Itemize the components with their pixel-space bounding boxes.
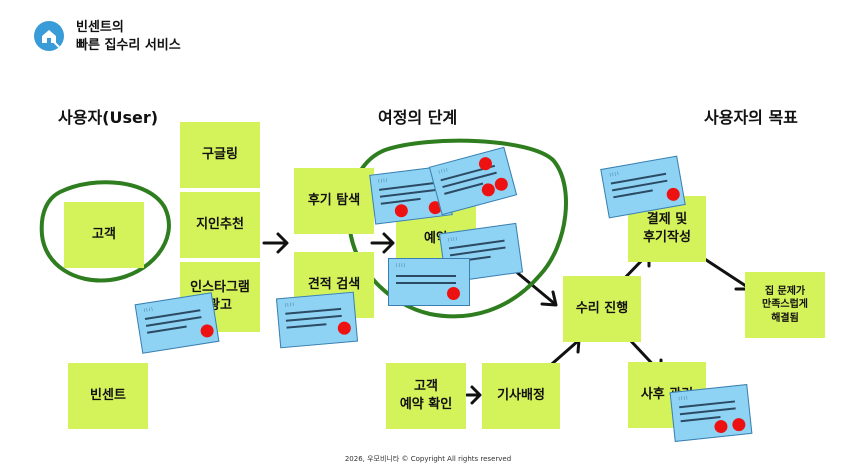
memo-dot bbox=[337, 321, 352, 336]
note-goal-line3: 해결됨 bbox=[771, 312, 799, 324]
note-vincent-label: 빈센트 bbox=[90, 388, 126, 404]
memo-dot bbox=[493, 176, 510, 193]
header-user-goal: 사용자의 목표 bbox=[704, 108, 798, 127]
note-payment-line2: 후기작성 bbox=[643, 230, 691, 245]
note-customer-confirm-line1: 고객 bbox=[414, 379, 438, 395]
note-payment-line1: 결제 및 bbox=[646, 212, 688, 228]
note-review-search: 후기 탐색 bbox=[294, 168, 374, 234]
note-tech-assign-label: 기사배정 bbox=[497, 388, 545, 404]
note-google-label: 구글링 bbox=[202, 147, 238, 163]
note-repair-label: 수리 진행 bbox=[575, 301, 629, 317]
arrow-referral-to-review bbox=[262, 232, 289, 254]
memo-card-1-tag: ⁞⁞⁞⁞ bbox=[143, 306, 155, 315]
header-journey-stage: 여정의 단계 bbox=[378, 108, 458, 127]
memo-dot bbox=[447, 287, 460, 300]
memo-dot bbox=[713, 419, 729, 434]
note-instagram-line1: 인스타그램 bbox=[190, 280, 250, 296]
memo-card-2-tag: ⁞⁞⁞⁞ bbox=[284, 301, 296, 309]
memo-card-5-tag: ⁞⁞⁞⁞ bbox=[447, 236, 459, 244]
note-quote-search-label: 견적 검색 bbox=[307, 277, 361, 293]
note-customer-label: 고객 bbox=[92, 227, 116, 243]
arrow-review-to-booking bbox=[370, 232, 395, 254]
memo-card-7-tag: ⁞⁞⁞⁞ bbox=[608, 170, 621, 179]
arrow-confirm-to-assign bbox=[465, 385, 482, 405]
note-google: 구글링 bbox=[180, 122, 260, 188]
note-vincent: 빈센트 bbox=[68, 363, 148, 429]
note-referral: 지인추천 bbox=[180, 192, 260, 258]
memo-card-8-tag: ⁞⁞⁞⁞ bbox=[678, 395, 690, 403]
memo-dot bbox=[199, 323, 215, 339]
note-customer-confirm: 고객 예약 확인 bbox=[386, 363, 466, 429]
note-review-search-label: 후기 탐색 bbox=[307, 193, 361, 209]
note-customer: 고객 bbox=[64, 202, 144, 268]
brand-logo-icon bbox=[34, 21, 64, 51]
memo-card-2[interactable]: ⁞⁞⁞⁞ bbox=[275, 291, 359, 349]
memo-card-6[interactable]: ⁞⁞⁞⁞ bbox=[388, 258, 470, 306]
memo-card-6-tag: ⁞⁞⁞⁞ bbox=[396, 263, 407, 269]
memo-dot bbox=[731, 417, 747, 432]
note-customer-confirm-line2: 예약 확인 bbox=[399, 397, 453, 412]
note-goal-line2: 만족스럽게 bbox=[762, 299, 808, 311]
note-tech-assign: 기사배정 bbox=[482, 363, 560, 429]
header-user: 사용자(User) bbox=[58, 108, 159, 127]
memo-dot bbox=[665, 186, 681, 202]
note-referral-label: 지인추천 bbox=[196, 217, 244, 233]
note-goal: 집 문제가 만족스럽게 해결됨 bbox=[745, 272, 825, 338]
brand-title-line1: 빈센트의 bbox=[76, 20, 124, 35]
memo-card-8[interactable]: ⁞⁞⁞⁞ bbox=[669, 384, 753, 442]
brand-title: 빈센트의 빠른 집수리 서비스 bbox=[76, 19, 181, 55]
memo-dot bbox=[394, 203, 409, 219]
memo-card-3-tag: ⁞⁞⁞⁞ bbox=[377, 177, 389, 185]
highlight-circle-customer bbox=[39, 180, 171, 283]
note-repair: 수리 진행 bbox=[563, 276, 641, 342]
memo-card-4-tag: ⁞⁞⁞⁞ bbox=[437, 167, 450, 176]
brand-title-line2: 빠른 집수리 서비스 bbox=[76, 38, 181, 53]
footer-copyright: 2026, 우모비니타 © Copyright All rights reser… bbox=[344, 455, 512, 463]
note-goal-line1: 집 문제가 bbox=[764, 285, 806, 297]
